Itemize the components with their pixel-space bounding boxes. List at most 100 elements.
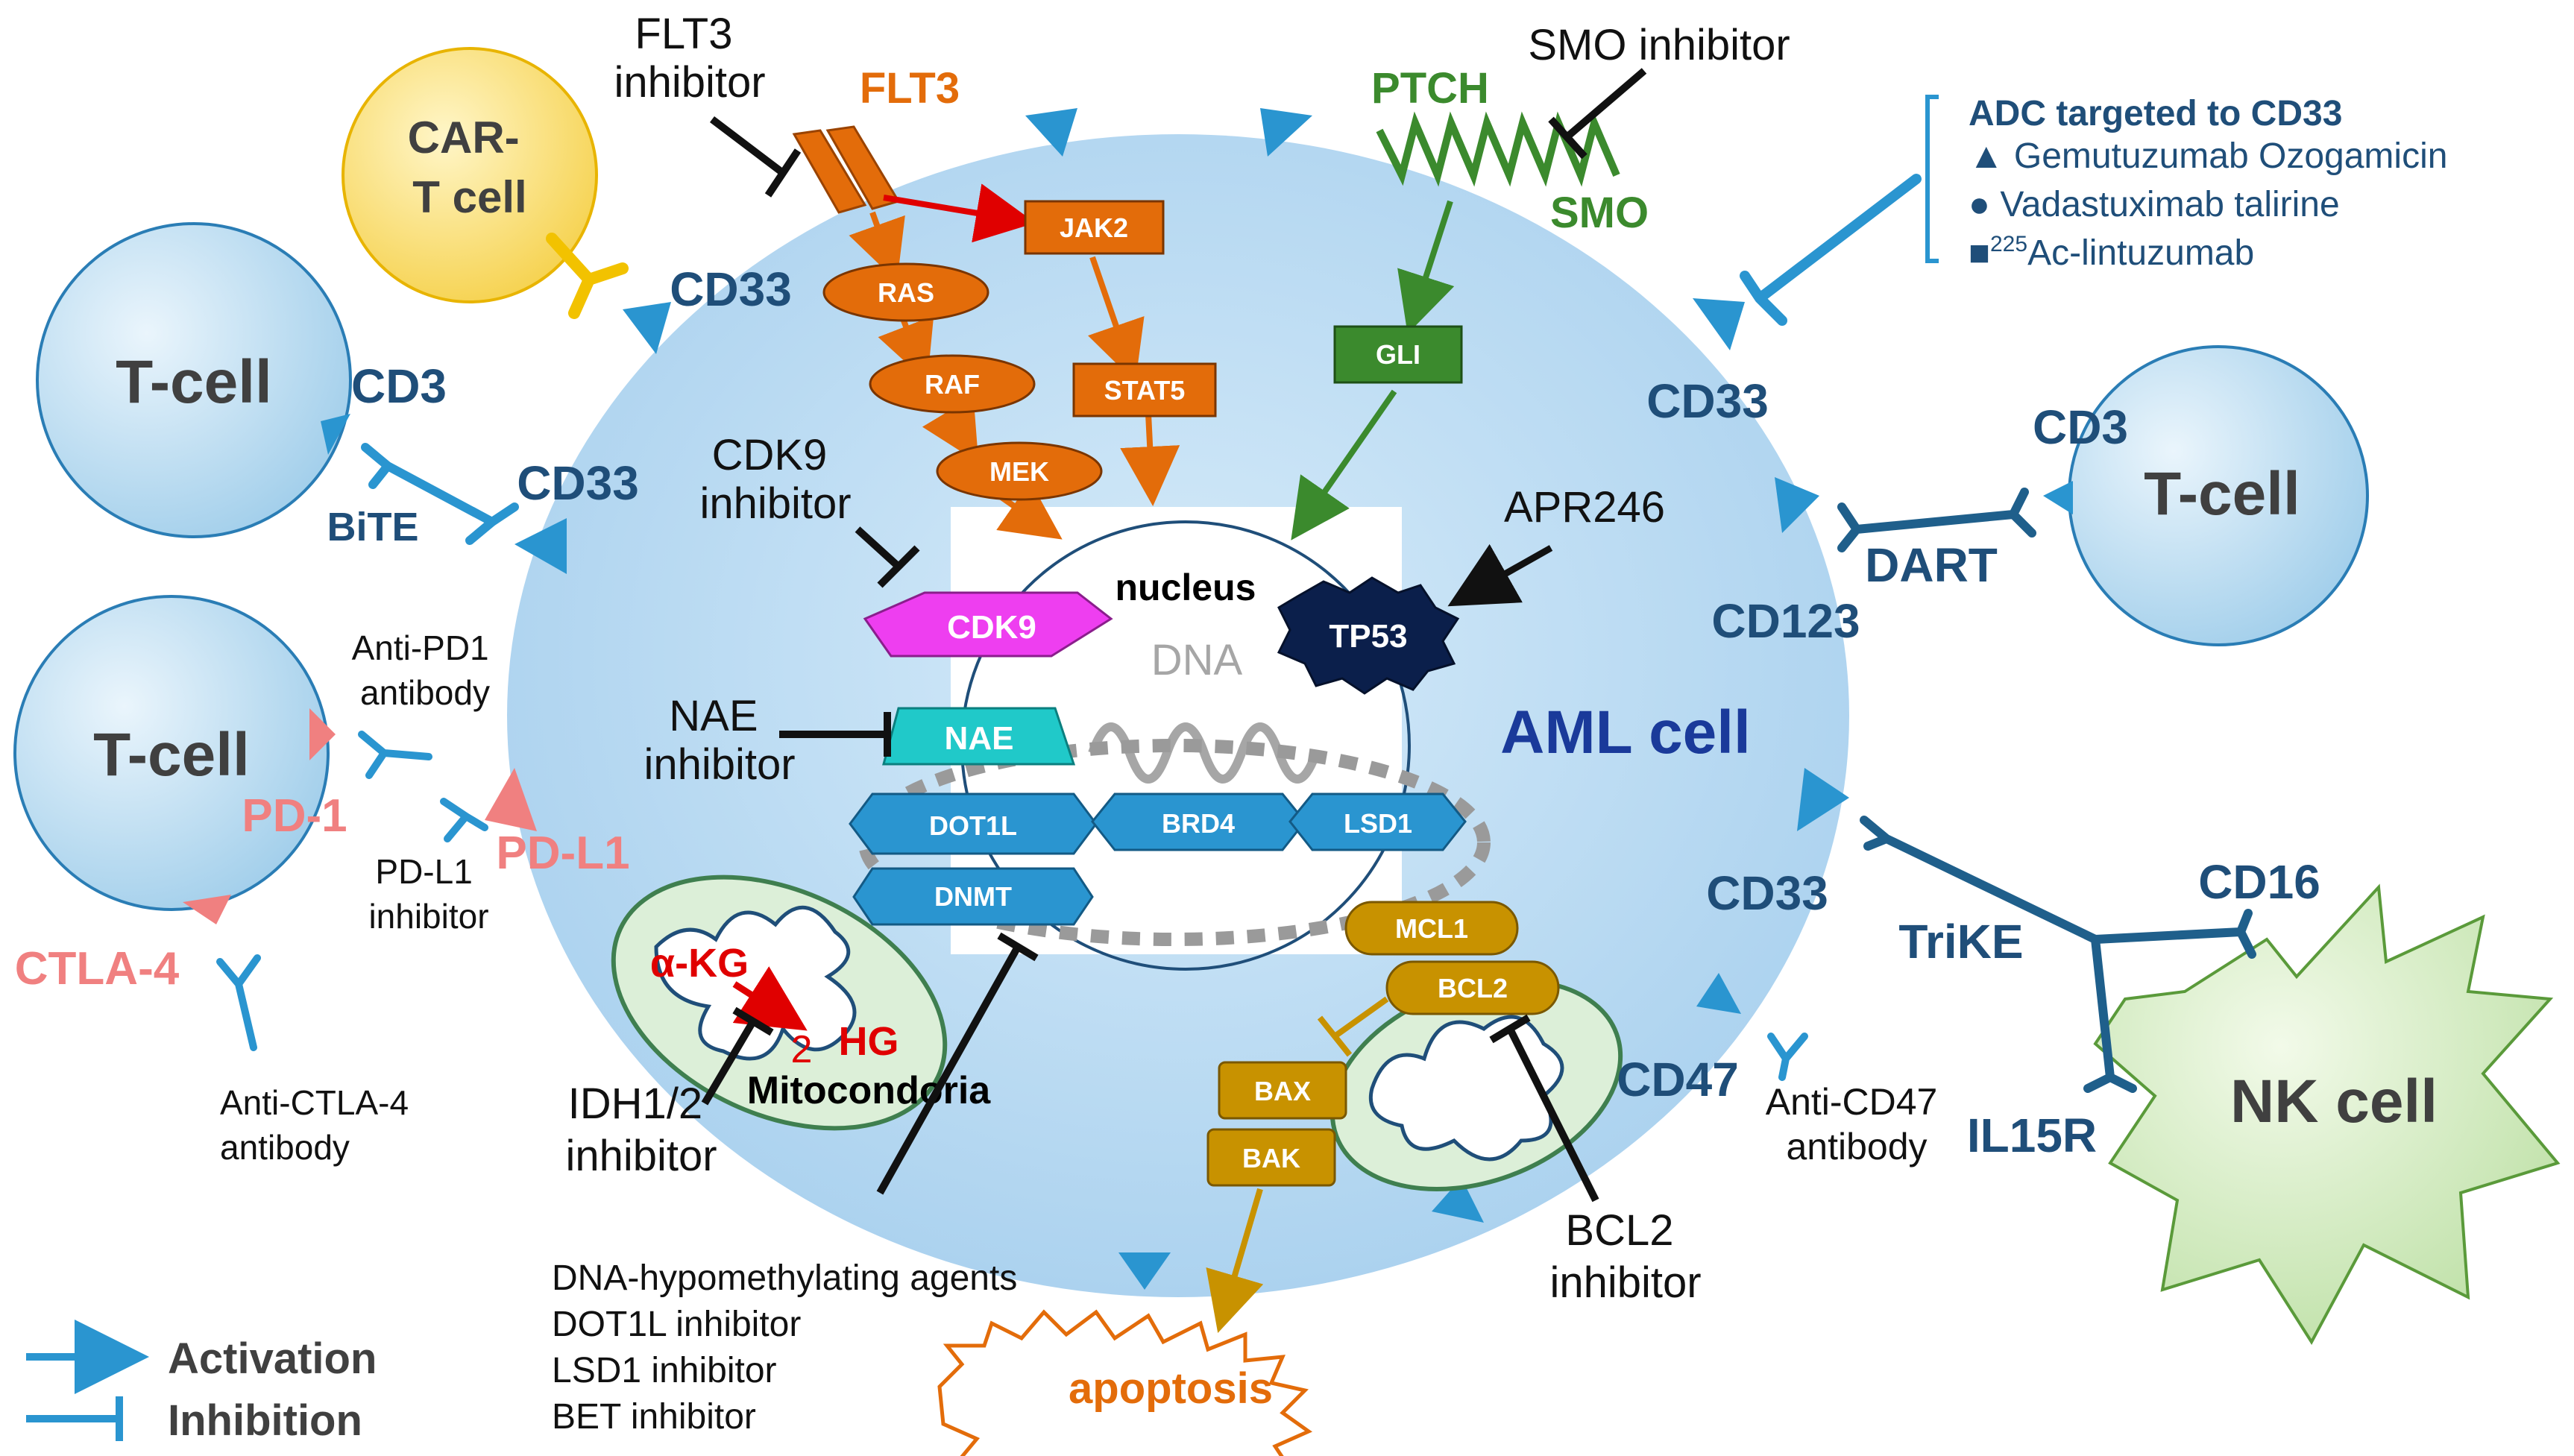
legend: Activation Inhibition <box>26 1320 377 1445</box>
mcl1-label: MCL1 <box>1395 913 1468 944</box>
anti-ctla4-antibody <box>216 954 261 1051</box>
il15r-label: IL15R <box>1967 1109 2097 1162</box>
epigenetic-drugs-label: DNA-hypomethylating agents DOT1L inhibit… <box>552 1258 1028 1437</box>
bak-to-apoptosis-arrow <box>1206 1188 1264 1334</box>
flt3-label: FLT3 <box>860 64 960 113</box>
bax-label: BAX <box>1254 1076 1311 1106</box>
ptch-label: PTCH <box>1371 64 1489 113</box>
brd4-label: BRD4 <box>1162 808 1235 839</box>
pdl1-marker <box>485 768 537 831</box>
legend-inhibition-bar <box>26 1396 123 1441</box>
bax-node <box>1218 1061 1347 1120</box>
bite-label: BiTE <box>327 505 418 549</box>
bak-node <box>1206 1128 1336 1187</box>
ctla4-label: CTLA-4 <box>15 943 180 995</box>
pdl1-inhibitor-antibody <box>440 798 488 842</box>
inhibition-bars <box>701 68 1647 1203</box>
cd3-marker-right <box>2043 481 2073 514</box>
epigenetic-nodes <box>849 792 1467 926</box>
dna-label: DNA <box>1151 636 1243 684</box>
cd47-label: CD47 <box>1617 1053 1739 1106</box>
car-t-label: CAR- T cell <box>408 113 532 222</box>
hg-label: HG <box>839 1019 899 1064</box>
ras-label: RAS <box>878 277 934 308</box>
anti-cd47-antibody <box>1767 1033 1808 1081</box>
flt3-receptor <box>792 125 901 214</box>
cd33-label-left: CD33 <box>517 456 639 510</box>
cd33-receptors <box>515 108 1849 1290</box>
pdl1-label: PD-L1 <box>496 828 629 879</box>
stat5-label: STAT5 <box>1104 375 1186 406</box>
pd1-marker <box>309 708 336 760</box>
raf-node <box>869 354 1036 414</box>
t-cell-bite <box>36 222 352 538</box>
nae-inhibitor-label: NAE inhibitor <box>644 692 795 789</box>
cdk9-node <box>863 591 1113 658</box>
mcl1-node <box>1344 901 1519 956</box>
bite-engager <box>361 443 519 545</box>
smo-label: SMO <box>1550 189 1649 237</box>
bcl2-label: BCL2 <box>1438 973 1508 1003</box>
cd3-label-left: CD3 <box>351 359 447 413</box>
nk-cell <box>2093 883 2561 1345</box>
tp53-label: TP53 <box>1329 618 1407 655</box>
smo-inhibitor-label: SMO inhibitor <box>1528 21 1790 69</box>
gli-label: GLI <box>1376 339 1420 370</box>
t-cell-checkpoint-label: T-cell <box>93 721 250 789</box>
adc-item-2: ● Vadastuximab talirine <box>1969 185 2340 224</box>
cd33-label-right-bottom: CD33 <box>1706 866 1828 920</box>
bcl2-node <box>1385 960 1560 1015</box>
tp53-node <box>1277 576 1460 695</box>
legend-activation-label: Activation <box>168 1334 377 1383</box>
car-receptor <box>546 233 629 319</box>
raf-label: RAF <box>925 369 980 400</box>
t-cell-dart-label: T-cell <box>2144 460 2300 528</box>
akg-to-2hg-arrow <box>732 966 808 1031</box>
cd16-label: CD16 <box>2198 855 2320 909</box>
dart-label: DART <box>1865 538 1998 592</box>
anti-cd47-label: Anti-CD47 antibody <box>1766 1081 1948 1167</box>
apoptosis-label: apoptosis <box>1069 1364 1273 1413</box>
nk-cell-label: NK cell <box>2230 1068 2438 1135</box>
cd33-label-top: CD33 <box>670 262 792 316</box>
two-label: 2 <box>791 1028 813 1071</box>
cdk9-inhibitor-label: CDK9 inhibitor <box>699 431 851 528</box>
t-cell-bite-label: T-cell <box>116 348 272 416</box>
apoptosis-burst <box>937 1309 1313 1456</box>
adc-bracket <box>1925 95 1939 263</box>
dnmt-label: DNMT <box>934 881 1012 912</box>
nucleus-label: nucleus <box>1115 567 1256 608</box>
bcl2-inhibits-bax <box>1317 996 1389 1057</box>
flt3-inhibitor-label: FLT3 inhibitor <box>614 10 765 107</box>
mek-label: MEK <box>989 456 1049 487</box>
jak2-label: JAK2 <box>1060 212 1128 243</box>
t-cell-checkpoint <box>13 595 330 911</box>
stat5-node <box>1072 362 1217 417</box>
jak2-node <box>1024 200 1165 255</box>
car-t-cell <box>342 47 598 303</box>
dot1l-label: DOT1L <box>929 810 1017 841</box>
alpha-kg: α-KG <box>650 941 749 986</box>
nae-label: NAE <box>945 720 1014 757</box>
flt3-to-jak2-arrow <box>883 183 1036 243</box>
activation-black-arrows <box>1447 543 1553 607</box>
bak-label: BAK <box>1242 1143 1300 1173</box>
trike-label: TriKE <box>1898 915 2023 968</box>
dart-engager <box>1837 488 2036 552</box>
anti-ctla4-label: Anti-CTLA-4 antibody <box>220 1083 418 1167</box>
adc-antibody <box>1740 174 1922 326</box>
cd3-label-right: CD3 <box>2033 400 2128 454</box>
adc-item-3: ■225Ac-lintuzumab <box>1969 232 2254 273</box>
lsd1-label: LSD1 <box>1344 808 1412 839</box>
cd33-label-right-top: CD33 <box>1646 374 1769 428</box>
gli-node <box>1333 325 1463 384</box>
idh-inhibitor-label: IDH1/2 inhibitor <box>565 1080 717 1180</box>
smo-to-gli-arrow <box>1397 200 1455 334</box>
adc-title: ADC targeted to CD33 <box>1969 94 2342 133</box>
pd1-label: PD-1 <box>242 790 347 842</box>
adc-item-1: ▲ Gemutuzumab Ozogamicin <box>1969 136 2447 176</box>
cdk9-label: CDK9 <box>947 609 1036 646</box>
apr246-label: APR246 <box>1504 483 1665 532</box>
cd3-marker-left <box>321 414 350 455</box>
